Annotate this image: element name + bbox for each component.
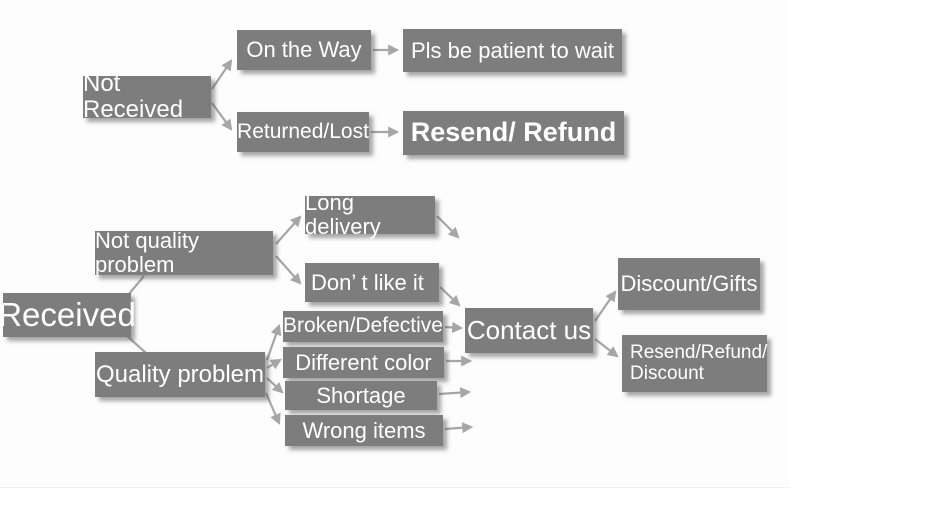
node-discount-gifts: Discount/Gifts — [618, 258, 760, 310]
edge-quality-to-wrong_items — [264, 392, 281, 426]
edge-not_quality-to-dont_like — [275, 255, 302, 285]
node-label: Quality problem — [95, 360, 265, 388]
node-label: Not quality problem — [95, 228, 199, 277]
node-pls-wait: Pls be patient to wait — [403, 29, 622, 72]
edge-not_received-to-returned_lost — [211, 102, 233, 131]
node-broken: Broken/Defective — [283, 311, 443, 342]
node-not-quality: Not quality problem — [95, 228, 273, 277]
node-not-received: Not Received — [83, 71, 211, 122]
node-returned-lost: Returned/Lost — [237, 112, 369, 152]
node-resend-refund-discount: Resend/Refund/ Discount — [622, 335, 767, 392]
node-label: Pls be patient to wait — [410, 37, 614, 63]
edge-not_quality-to-long_delivery — [275, 215, 302, 245]
node-resend-refund: Resend/ Refund — [403, 111, 624, 155]
edge-received-to-not_quality — [128, 275, 145, 295]
node-label: Wrong items — [302, 417, 426, 443]
edge-contact_us-to-resend_refund_discount — [594, 338, 619, 358]
edge-contact_us-to-discount_gifts — [594, 290, 617, 322]
edge-dont_like-to-contact_us — [439, 286, 461, 307]
node-label: Discount/Gifts — [620, 271, 758, 297]
node-wrong-items: Wrong items — [285, 415, 443, 446]
node-quality: Quality problem — [95, 352, 265, 397]
node-received: Received — [0, 293, 136, 337]
node-label: Broken/Defective — [283, 314, 443, 338]
edge-broken-to-contact_us — [444, 321, 464, 333]
edge-wrong_items-to-contact_us — [444, 422, 474, 434]
node-label: Long delivery — [305, 190, 381, 239]
node-label: Resend/Refund/ Discount — [630, 341, 768, 384]
node-label: Contact us — [466, 315, 592, 346]
node-label: Resend/ Refund — [410, 117, 617, 148]
node-label: Not Received — [83, 70, 184, 123]
node-diff-color: Different color — [283, 347, 444, 378]
node-shortage: Shortage — [285, 381, 437, 410]
node-long-delivery: Long delivery — [305, 191, 435, 238]
edge-quality-to-shortage — [266, 377, 284, 394]
node-label: Don’ t like it — [311, 269, 424, 295]
node-label: Shortage — [316, 382, 406, 408]
edge-received-to-quality — [126, 335, 147, 354]
node-on-the-way: On the Way — [237, 30, 371, 70]
node-label: Different color — [295, 349, 432, 375]
node-contact-us: Contact us — [465, 308, 593, 353]
node-dont-like: Don’ t like it — [305, 263, 439, 302]
edge-long_delivery-to-contact_us — [436, 215, 460, 239]
edge-quality-to-diff_color — [266, 358, 282, 370]
edge-not_received-to-on_the_way — [211, 59, 233, 90]
node-label: Returned/Lost — [237, 119, 369, 143]
node-label: Received — [0, 296, 136, 334]
edge-quality-to-broken — [265, 323, 282, 361]
node-label: On the Way — [246, 37, 362, 63]
edge-shortage-to-contact_us — [438, 387, 472, 399]
